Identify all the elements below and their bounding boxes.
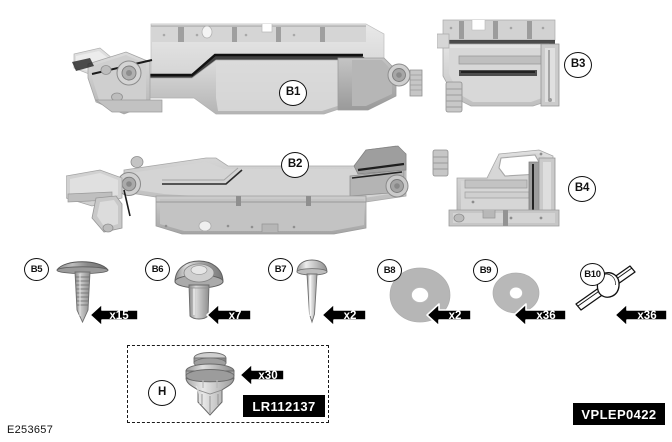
qty-arrow-H: x30 [238,363,286,387]
fastener-drawing-B9 [492,272,540,316]
kit-code-badge: VPLEP0422 [573,403,665,425]
part-number-badge-text: LR112137 [252,398,316,414]
callout-B8[interactable]: B8 [377,259,402,282]
callout-B2[interactable]: B2 [281,152,309,178]
qty-arrow-B5-text: x15 [109,310,129,322]
callout-B7-label: B7 [274,263,287,275]
callout-H-label: H [157,386,167,399]
callout-B7[interactable]: B7 [268,258,293,281]
figure-code-text: E253657 [7,424,54,436]
part-drawing-B2 [66,140,456,238]
callout-B4[interactable]: B4 [568,176,596,202]
kit-code-badge-text: VPLEP0422 [581,406,657,422]
qty-arrow-B6-text: x7 [229,310,242,322]
fastener-drawing-H [176,350,244,418]
part-number-badge-LR112137: LR112137 [243,395,325,417]
connector-bush-stack-upper [443,80,467,114]
callout-B6[interactable]: B6 [145,258,170,281]
callout-B5[interactable]: B5 [24,258,49,281]
qty-arrow-B10-text: x36 [637,310,656,322]
callout-B1-label: B1 [285,86,301,99]
callout-B3-label: B3 [570,58,586,71]
callout-B9[interactable]: B9 [473,259,498,282]
part-drawing-B4 [443,144,583,236]
callout-H[interactable]: H [148,380,176,406]
callout-B6-label: B6 [151,263,164,275]
callout-B8-label: B8 [383,264,396,276]
callout-B4-label: B4 [574,182,590,195]
callout-B1[interactable]: B1 [279,80,307,106]
part-drawing-B1 [66,18,456,118]
qty-arrow-B9: x36 [512,303,568,327]
group-box-H [127,345,329,423]
figure-code: E253657 [7,424,53,436]
callout-B10-label: B10 [584,268,601,280]
fastener-drawing-B7 [292,258,336,326]
qty-arrow-B9-text: x36 [536,310,555,322]
callout-B9-label: B9 [479,264,492,276]
qty-arrow-B7: x2 [320,303,368,327]
qty-arrow-B8: x2 [425,303,473,327]
qty-arrow-B10: x36 [613,303,669,327]
qty-arrow-B7-text: x2 [344,310,357,322]
fastener-drawing-B5 [54,256,116,326]
fastener-drawing-B6 [170,258,230,326]
qty-arrow-B8-text: x2 [449,310,462,322]
part-drawing-B3 [437,14,577,114]
callout-B2-label: B2 [287,158,303,171]
connector-bush-stack-lower [430,148,452,178]
callout-B10[interactable]: B10 [580,263,605,286]
qty-arrow-B6: x7 [205,303,253,327]
callout-B5-label: B5 [30,263,43,275]
qty-arrow-B5: x15 [88,303,140,327]
callout-B3[interactable]: B3 [564,52,592,78]
qty-arrow-H-text: x30 [258,370,277,382]
